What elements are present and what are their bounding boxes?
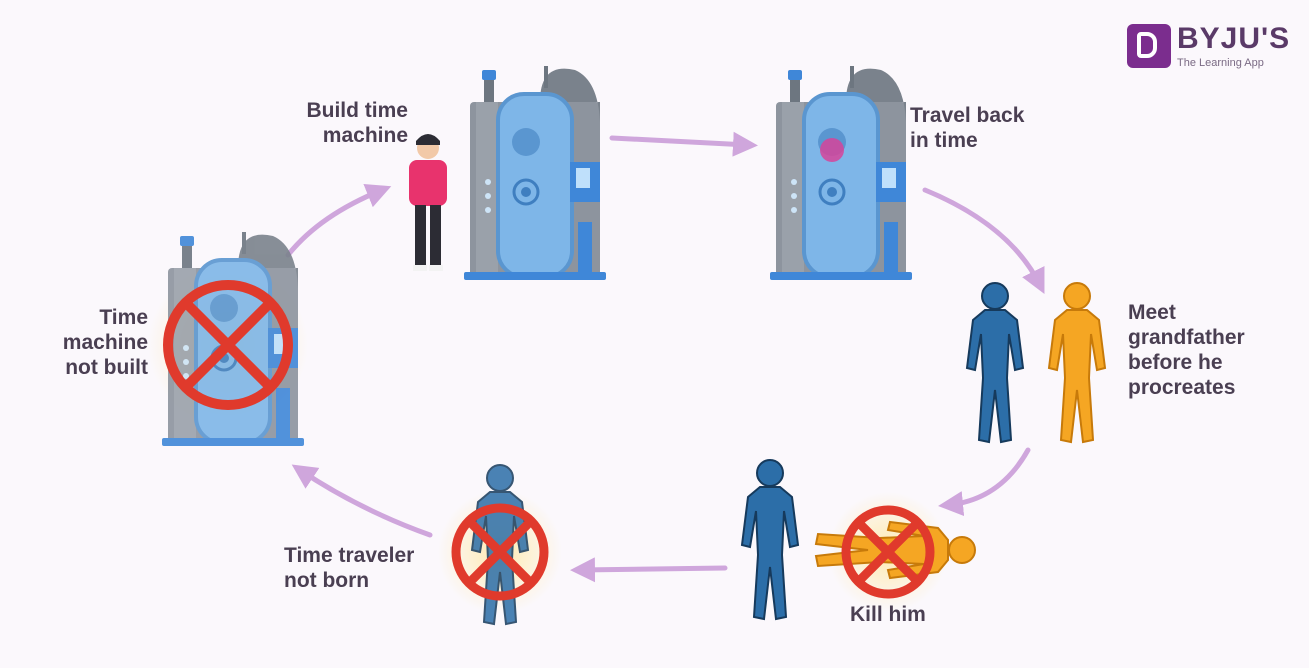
brand-tagline: The Learning App	[1177, 56, 1290, 70]
human-figure-icon	[967, 283, 1023, 442]
step-travel-label: Travel back in time	[910, 103, 1090, 153]
brand-mark-icon	[1127, 24, 1171, 68]
brand-name: BYJU'S	[1177, 24, 1290, 54]
time-machine-icon	[770, 66, 912, 280]
step-not-built-label: Time machine not built	[30, 305, 148, 380]
step-not-born-label: Time traveler not born	[284, 543, 454, 593]
brand-logo: BYJU'S The Learning App	[1127, 24, 1290, 70]
time-machine-icon	[464, 66, 606, 280]
step-meet-label: Meet grandfather before he procreates	[1128, 300, 1298, 400]
cycle-arrow-icon	[288, 138, 1040, 570]
human-figure-icon	[742, 460, 798, 619]
person-icon	[409, 134, 447, 271]
human-figure-icon	[1049, 283, 1105, 442]
step-build-label: Build time machine	[250, 98, 408, 148]
step-kill-label: Kill him	[850, 602, 970, 627]
